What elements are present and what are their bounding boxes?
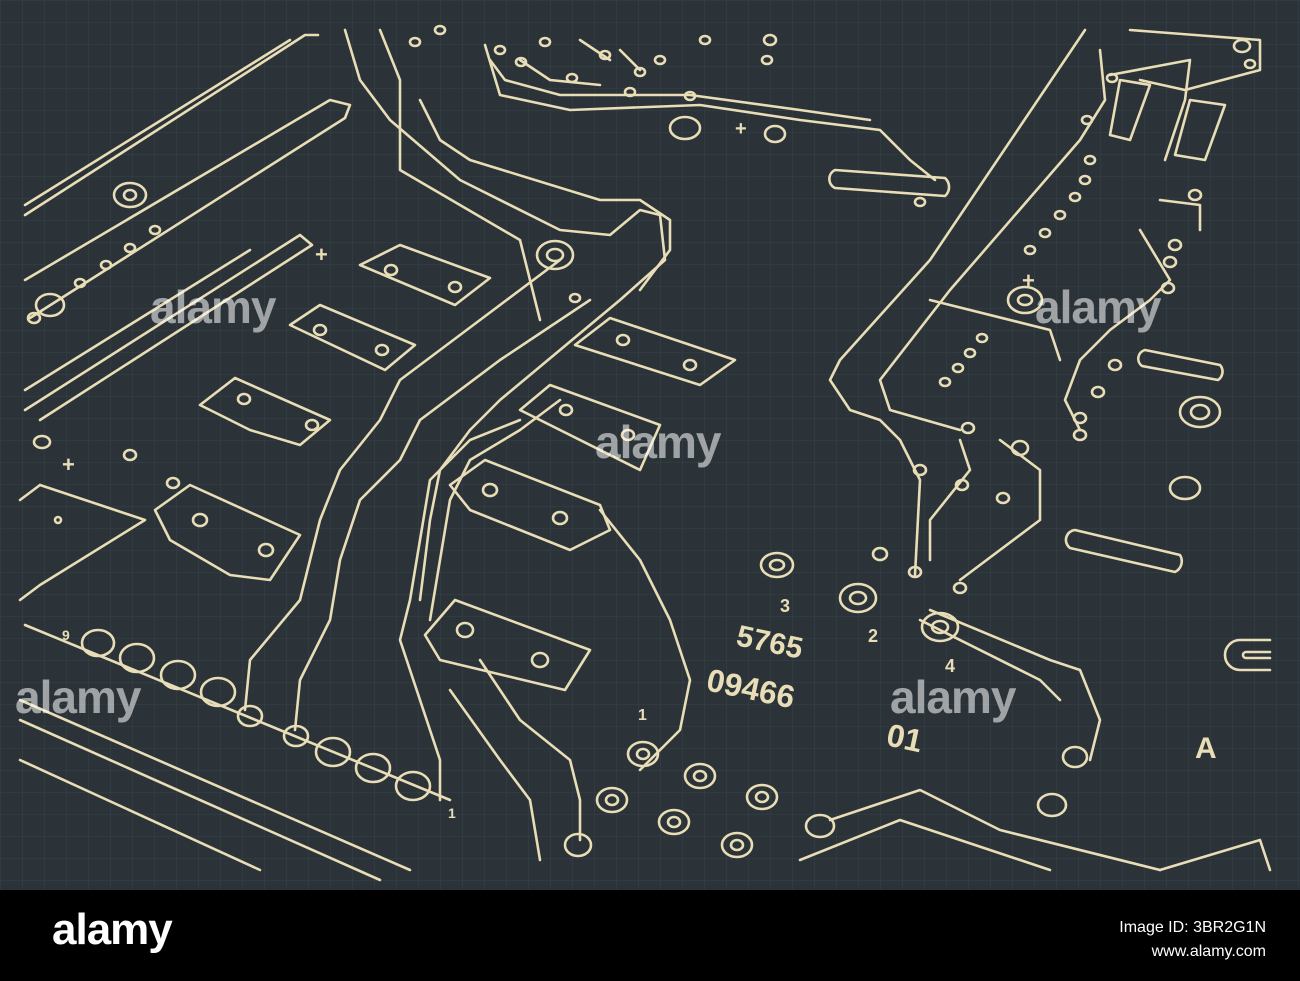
site-url[interactable]: www.alamy.com (1151, 943, 1266, 960)
label-pin-4: 4 (945, 656, 955, 676)
label-pin-1-right: 1 (448, 805, 456, 821)
label-plus-3: + (735, 118, 747, 140)
label-plus-1: + (315, 242, 328, 267)
image-id: Image ID: 3BR2G1N (1119, 919, 1266, 936)
label-pin-2: 2 (868, 626, 878, 646)
label-01: 01 (884, 717, 926, 760)
stock-footer-bar: alamy Image ID: 3BR2G1N www.alamy.com (0, 890, 1300, 981)
pcb-blueprint-illustration: 5765 09466 01 3 2 4 A 1 9 1 + + + + alam… (0, 0, 1300, 890)
label-pin-3: 3 (780, 596, 790, 616)
label-pin-9: 9 (62, 627, 70, 643)
label-pin-1: 1 (638, 707, 647, 724)
label-plus-4: + (1022, 268, 1035, 293)
label-letter-a: A (1195, 732, 1217, 765)
label-plus-2: + (62, 452, 75, 477)
alamy-logo[interactable]: alamy (52, 905, 173, 954)
round-pads (26, 24, 1257, 859)
pcb-drawing: 5765 09466 01 3 2 4 A 1 9 1 + + + + (0, 0, 1300, 890)
